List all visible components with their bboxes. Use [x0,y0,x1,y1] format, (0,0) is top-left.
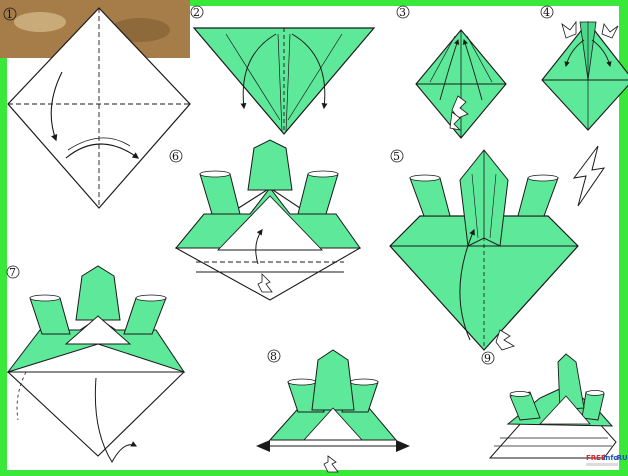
watermark-brand-c: .RU [614,454,628,462]
bottom-border [0,470,628,476]
